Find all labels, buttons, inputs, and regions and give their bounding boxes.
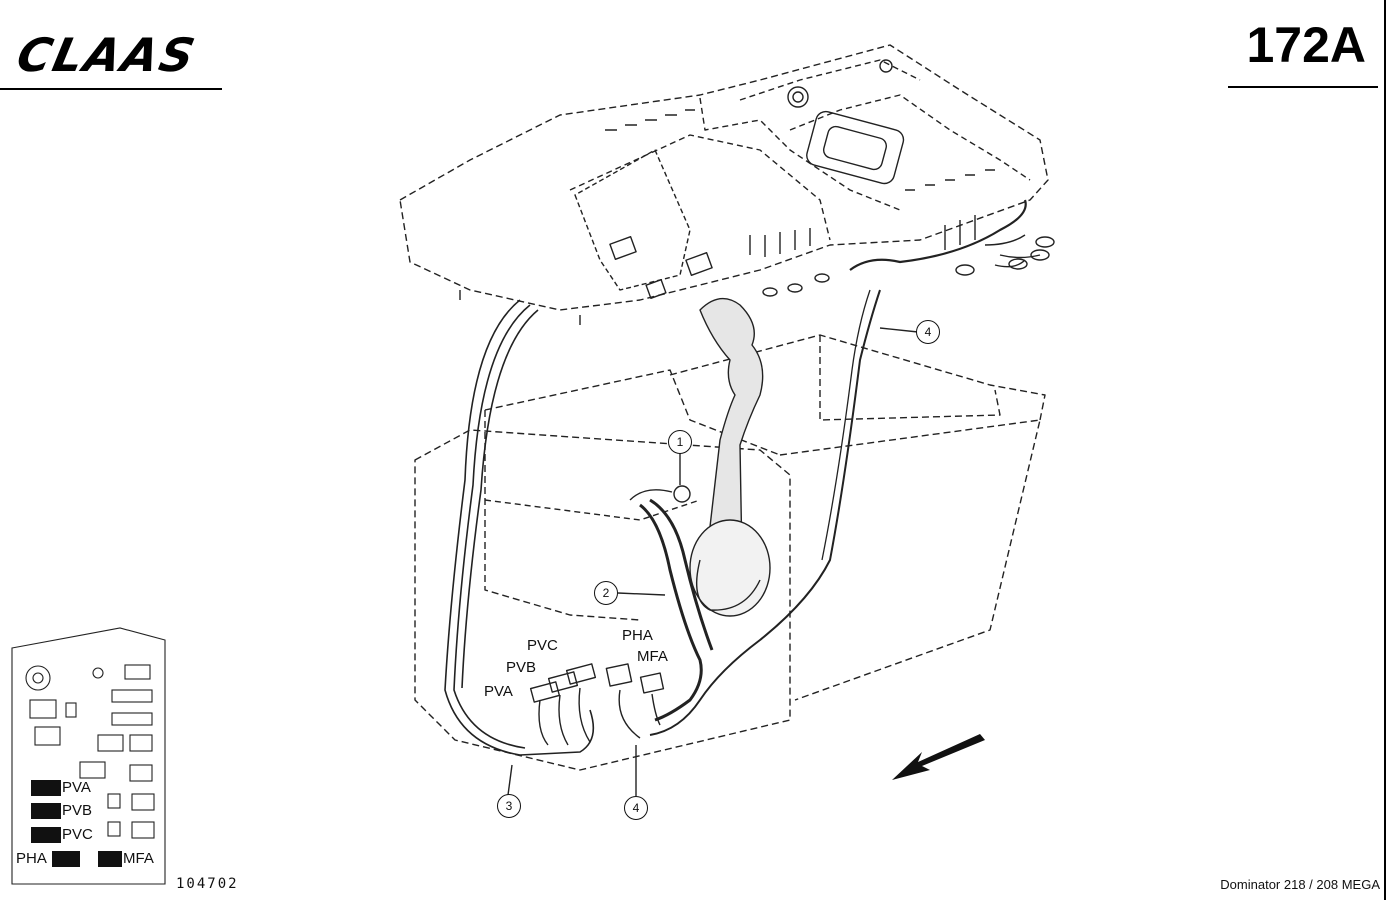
logo-text: CLAAS [12, 28, 202, 82]
label-pvc: PVC [527, 637, 558, 654]
model-name: Dominator 218 / 208 MEGA [1220, 877, 1380, 892]
label-mfa: MFA [637, 648, 668, 665]
header-rule-left [0, 88, 222, 90]
label-pva: PVA [484, 683, 513, 700]
cabin-rear-panel [414, 429, 791, 771]
legend-mfa: MFA [123, 850, 154, 867]
legend-pva: PVA [62, 779, 91, 796]
header-rule-right [1228, 86, 1378, 88]
legend-pha: PHA [16, 850, 47, 867]
label-pvb: PVB [506, 659, 537, 676]
legend-pvb: PVB [62, 802, 93, 819]
callout-2: 2 [594, 581, 618, 605]
label-pha: PHA [622, 627, 653, 644]
callout-1: 1 [668, 430, 692, 454]
pv-connectors [529, 663, 597, 746]
document-code: 104702 [176, 876, 239, 892]
pha-mfa-connectors [605, 663, 665, 739]
page-border-right [1384, 0, 1386, 900]
direction-arrow [892, 734, 985, 780]
dashboard-outline [399, 44, 1049, 311]
sheet-number: 172A [1246, 17, 1366, 73]
legend-pvc: PVC [62, 826, 93, 843]
legend-panel [11, 627, 166, 885]
callout-4-upper: 4 [916, 320, 940, 344]
callout-4-lower: 4 [624, 796, 648, 820]
callout-3: 3 [497, 794, 521, 818]
